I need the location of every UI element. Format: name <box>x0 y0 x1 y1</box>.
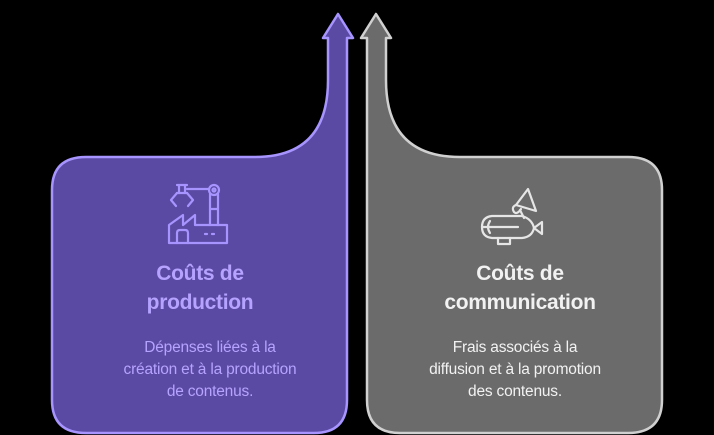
left-title-line2: production <box>146 291 254 314</box>
right-description-line3: des contenus. <box>468 383 562 400</box>
right-description: Frais associés à la diffusion et à la pr… <box>385 337 645 403</box>
left-description-line3: de contenus. <box>166 383 254 400</box>
right-title: Coûts de communication <box>395 259 645 317</box>
left-title: Coûts de production <box>80 259 320 317</box>
right-title-line1: Coûts de <box>476 262 564 285</box>
right-description-line1: Frais associés à la <box>452 339 578 356</box>
right-arrow-shape <box>359 12 664 435</box>
left-description-line1: Dépenses liées à la <box>144 339 276 356</box>
left-title-line1: Coûts de <box>156 262 244 285</box>
right-title-line2: communication <box>444 291 596 314</box>
left-arrow-shape <box>50 12 355 435</box>
left-description: Dépenses liées à la création et à la pro… <box>80 337 340 403</box>
left-description-line2: création et à la production <box>123 361 297 378</box>
right-description-line2: diffusion et à la promotion <box>429 361 601 378</box>
blimp-megaphone-icon <box>480 187 544 246</box>
factory-robot-arm-icon <box>167 183 229 245</box>
